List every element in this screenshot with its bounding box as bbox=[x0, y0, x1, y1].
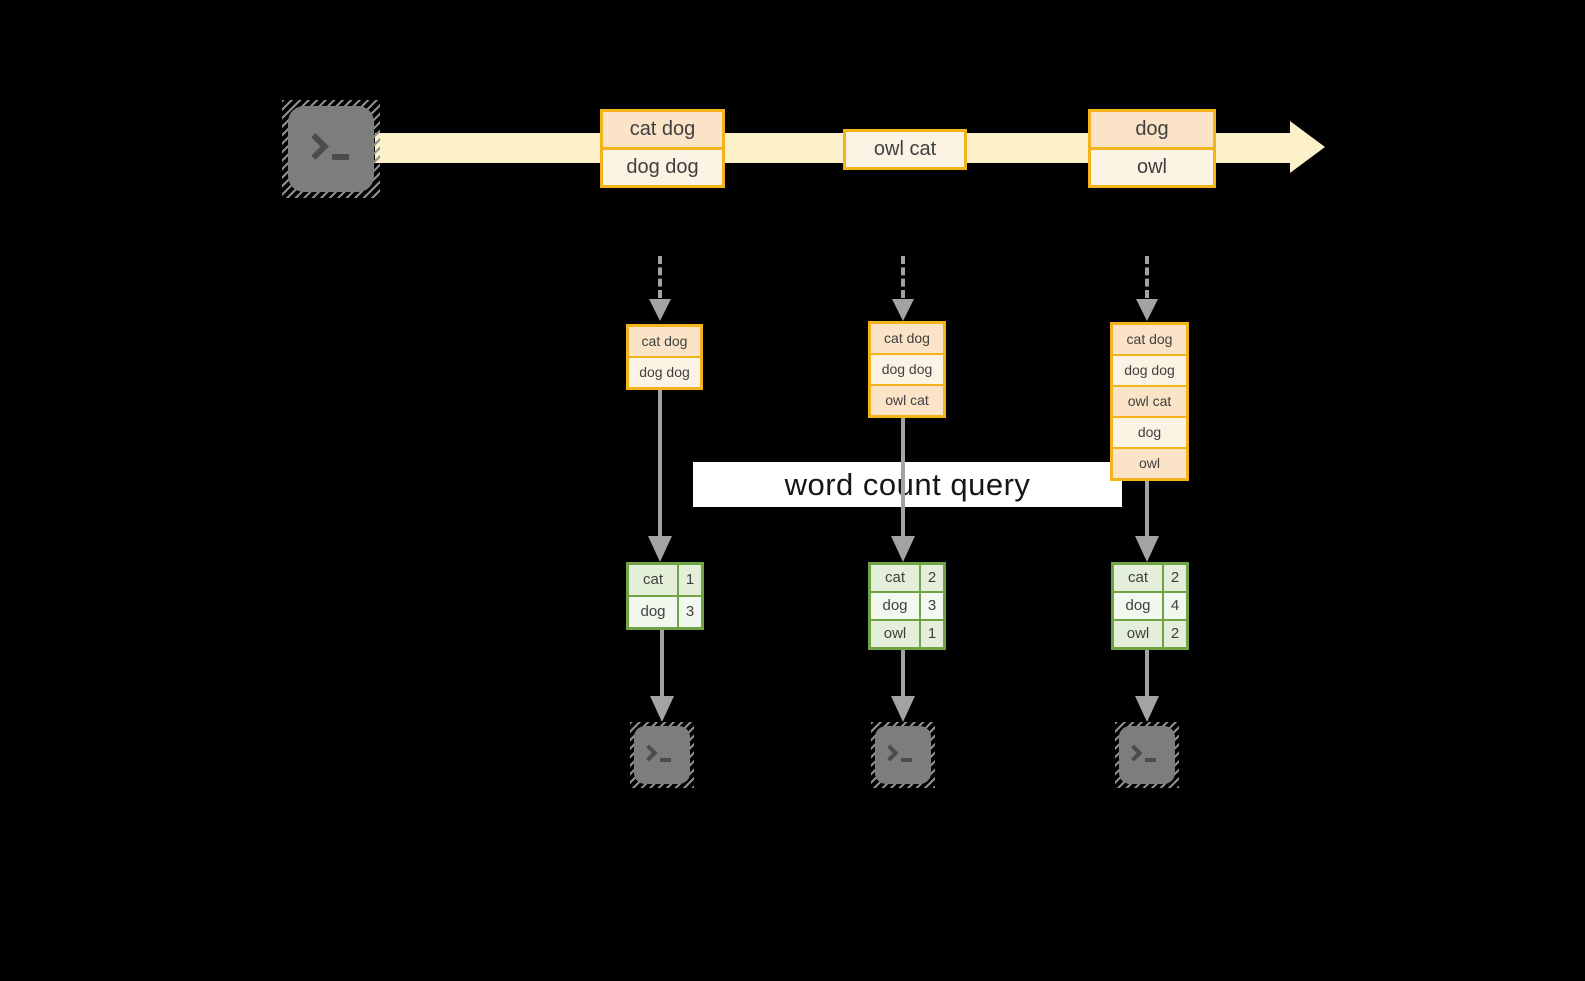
word-count-table-3: cat 2 dog 4 owl 2 bbox=[1111, 562, 1189, 650]
arrowhead-icon bbox=[648, 536, 672, 562]
count-cell: 2 bbox=[1164, 621, 1186, 647]
stream-event-box-1: cat dog dog dog bbox=[600, 109, 725, 188]
count-cell: 1 bbox=[921, 621, 943, 647]
stream-event-item: dog bbox=[1091, 112, 1213, 147]
batch-item: dog bbox=[1113, 418, 1186, 447]
sink-terminal-icon-2 bbox=[871, 722, 935, 788]
batch-item: cat dog bbox=[871, 324, 943, 353]
batch-item: dog dog bbox=[1113, 356, 1186, 385]
stream-event-item: owl cat bbox=[846, 132, 964, 167]
dashed-arrowhead-icon bbox=[1136, 299, 1158, 321]
prompt-cursor-icon bbox=[1145, 758, 1156, 762]
batch-item: owl bbox=[1113, 449, 1186, 478]
down-arrow-icon bbox=[1145, 481, 1149, 536]
micro-batch-box-3: cat dog dog dog owl cat dog owl bbox=[1110, 322, 1189, 481]
source-terminal-icon bbox=[282, 100, 380, 198]
dashed-down-arrow-icon bbox=[658, 256, 662, 298]
dashed-arrowhead-icon bbox=[892, 299, 914, 321]
arrowhead-icon bbox=[891, 536, 915, 562]
word-cell: owl bbox=[871, 621, 919, 647]
batch-item: owl cat bbox=[1113, 387, 1186, 416]
table-row: dog 3 bbox=[871, 593, 943, 619]
sink-terminal-icon-1 bbox=[630, 722, 694, 788]
arrowhead-icon bbox=[891, 696, 915, 722]
prompt-chevron-icon bbox=[302, 132, 329, 160]
table-row: dog 3 bbox=[629, 597, 701, 627]
word-cell: cat bbox=[871, 565, 919, 591]
batch-item: dog dog bbox=[871, 355, 943, 384]
sink-terminal-icon-3 bbox=[1115, 722, 1179, 788]
micro-batch-box-1: cat dog dog dog bbox=[626, 324, 703, 390]
stream-event-item: cat dog bbox=[603, 112, 722, 147]
count-cell: 2 bbox=[921, 565, 943, 591]
down-arrow-icon bbox=[901, 418, 905, 536]
terminal-screen bbox=[288, 106, 374, 192]
terminal-screen bbox=[1119, 726, 1175, 784]
dashed-arrowhead-icon bbox=[649, 299, 671, 321]
word-cell: dog bbox=[1114, 593, 1162, 619]
stream-event-item: dog dog bbox=[603, 150, 722, 185]
word-count-table-2: cat 2 dog 3 owl 1 bbox=[868, 562, 946, 650]
table-row: cat 1 bbox=[629, 565, 701, 595]
count-cell: 1 bbox=[679, 565, 701, 595]
prompt-cursor-icon bbox=[660, 758, 671, 762]
stream-event-item: owl bbox=[1091, 150, 1213, 185]
arrowhead-icon bbox=[1135, 696, 1159, 722]
micro-batch-box-2: cat dog dog dog owl cat bbox=[868, 321, 946, 418]
table-row: cat 2 bbox=[1114, 565, 1186, 591]
query-label-band: word count query bbox=[693, 462, 1122, 507]
word-cell: cat bbox=[629, 565, 677, 595]
prompt-cursor-icon bbox=[901, 758, 912, 762]
word-cell: cat bbox=[1114, 565, 1162, 591]
batch-item: dog dog bbox=[629, 358, 700, 387]
stream-event-box-2: owl cat bbox=[843, 129, 967, 170]
table-row: owl 1 bbox=[871, 621, 943, 647]
table-row: owl 2 bbox=[1114, 621, 1186, 647]
query-label: word count query bbox=[784, 466, 1031, 502]
count-cell: 4 bbox=[1164, 593, 1186, 619]
word-cell: dog bbox=[629, 597, 677, 627]
prompt-cursor-icon bbox=[332, 154, 349, 160]
dashed-down-arrow-icon bbox=[901, 256, 905, 298]
table-row: dog 4 bbox=[1114, 593, 1186, 619]
count-cell: 3 bbox=[679, 597, 701, 627]
dashed-down-arrow-icon bbox=[1145, 256, 1149, 298]
count-cell: 2 bbox=[1164, 565, 1186, 591]
batch-item: owl cat bbox=[871, 386, 943, 415]
table-row: cat 2 bbox=[871, 565, 943, 591]
terminal-screen bbox=[875, 726, 931, 784]
arrowhead-icon bbox=[650, 696, 674, 722]
batch-item: cat dog bbox=[629, 327, 700, 356]
down-arrow-icon bbox=[660, 630, 664, 696]
prompt-chevron-icon bbox=[881, 744, 899, 762]
arrowhead-icon bbox=[1135, 536, 1159, 562]
down-arrow-icon bbox=[658, 390, 662, 536]
down-arrow-icon bbox=[1145, 650, 1149, 696]
stream-arrowhead-icon bbox=[1290, 121, 1325, 173]
count-cell: 3 bbox=[921, 593, 943, 619]
prompt-chevron-icon bbox=[1125, 744, 1143, 762]
word-count-table-1: cat 1 dog 3 bbox=[626, 562, 704, 630]
terminal-screen bbox=[634, 726, 690, 784]
down-arrow-icon bbox=[901, 650, 905, 696]
prompt-chevron-icon bbox=[640, 744, 658, 762]
batch-item: cat dog bbox=[1113, 325, 1186, 354]
word-cell: dog bbox=[871, 593, 919, 619]
stream-event-box-3: dog owl bbox=[1088, 109, 1216, 188]
word-cell: owl bbox=[1114, 621, 1162, 647]
